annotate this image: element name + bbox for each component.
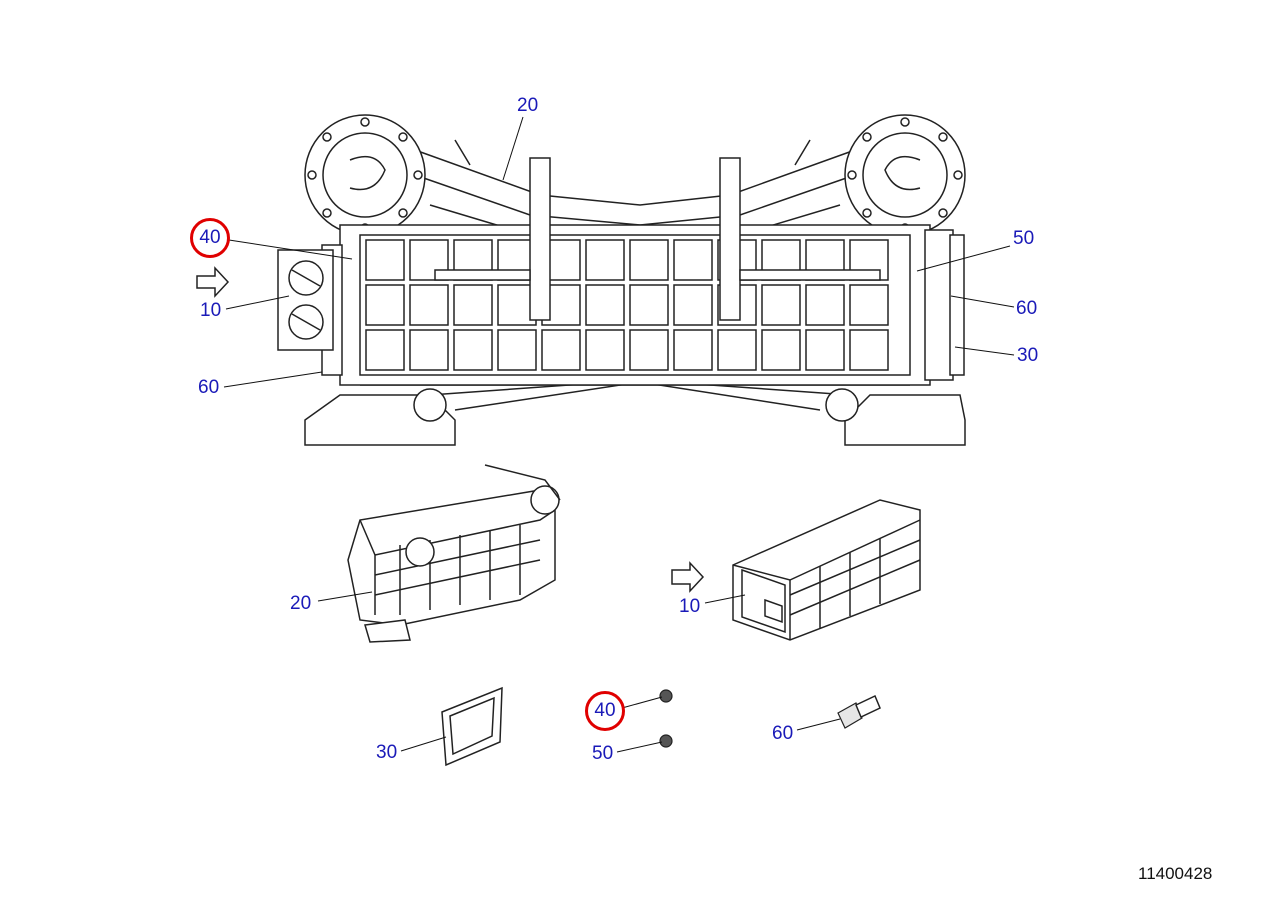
callout-10-main[interactable]: 10 [200,300,222,321]
nut-50-icon [659,734,673,748]
core-grid-cell [761,284,801,326]
core-grid-cell [629,284,669,326]
core-grid-cell [849,284,889,326]
core-grid-cell [585,284,625,326]
gasket-30-drawing [441,686,503,767]
callout-30-main[interactable]: 30 [1017,345,1039,366]
frame-20-drawing [347,464,561,643]
callout-40-nut-highlighted[interactable]: 40 [585,691,625,731]
core-grid-cell [585,239,625,281]
core-grid-cell [541,329,581,371]
core-grid-cell [629,239,669,281]
core-grid-cell [673,329,713,371]
callout-20-frame[interactable]: 20 [290,593,312,614]
core-grid-cell [673,239,713,281]
callout-60-bolt[interactable]: 60 [772,723,794,744]
core-grid-cell [453,284,493,326]
core-grid-cell [365,284,405,326]
bolt-60-drawing [837,694,881,729]
callout-40-main-highlighted[interactable]: 40 [190,218,230,258]
callout-60-main-right[interactable]: 60 [1016,298,1038,319]
core-grid-cell [585,329,625,371]
core-grid-cell [629,329,669,371]
callout-60-main-left[interactable]: 60 [198,377,220,398]
core-grid-cell [365,329,405,371]
callout-50-main[interactable]: 50 [1013,228,1035,249]
core-grid-cell [453,329,493,371]
callout-20-main[interactable]: 20 [517,95,539,116]
core-10-drawing [671,499,921,641]
nut-40-icon [659,689,673,703]
core-grid-cell [805,284,845,326]
core-grid-cell [805,329,845,371]
core-grid-cell [409,239,449,281]
core-grid-cell [673,284,713,326]
core-grid-cell [365,239,405,281]
core-grid-cell [761,329,801,371]
core-grid-cell [717,329,757,371]
core-grid-cell [409,329,449,371]
drawing-number: 11400428 [1138,864,1213,883]
callout-30-gasket[interactable]: 30 [376,742,398,763]
callout-10-core[interactable]: 10 [679,596,701,617]
core-grid-cell [409,284,449,326]
core-grid-cell [497,329,537,371]
core-grid-cell [849,329,889,371]
callout-50-nut[interactable]: 50 [592,743,614,764]
leader-lines [223,116,1015,753]
main-assembly-drawing [196,114,966,446]
